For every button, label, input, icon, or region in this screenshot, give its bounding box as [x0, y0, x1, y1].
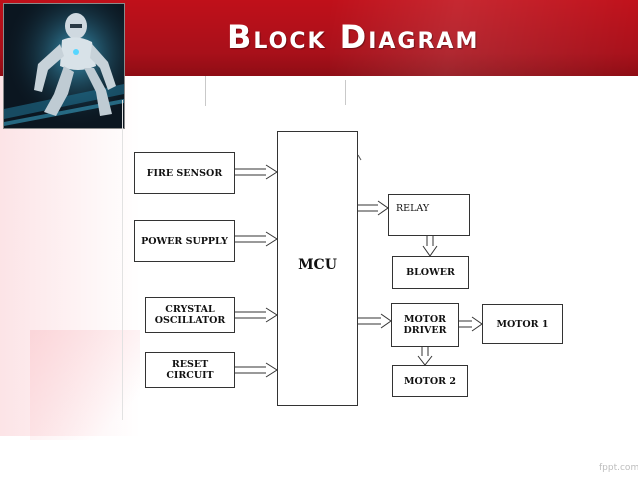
arrow-mcu-to-relay [358, 200, 389, 216]
robot-illustration-icon [4, 4, 124, 128]
divider-line [205, 76, 206, 106]
arrow-relay-to-blower [422, 236, 438, 257]
slide-title: Block Diagram [227, 18, 480, 56]
divider-line [122, 100, 123, 420]
stray-mark [357, 154, 362, 161]
arrow-mcu-to-motor-driver [358, 313, 392, 329]
decorative-gradient-bottom [30, 330, 140, 440]
motor-driver-block: MOTOR DRIVER [391, 303, 459, 347]
mcu-block: MCU [277, 131, 358, 406]
arrow-crystal-to-mcu [235, 307, 278, 323]
arrow-driver-to-motor1 [459, 316, 483, 332]
header-shine [330, 0, 638, 76]
blower-block: BLOWER [392, 256, 469, 289]
arrow-driver-to-motor2 [417, 347, 433, 366]
motor-1-block: MOTOR 1 [482, 304, 563, 344]
motor-2-block: MOTOR 2 [392, 365, 468, 397]
divider-line [345, 80, 346, 105]
arrow-reset-to-mcu [235, 362, 278, 378]
reset-circuit-block: RESET CIRCUIT [145, 352, 235, 388]
crystal-oscillator-block: CRYSTAL OSCILLATOR [145, 297, 235, 333]
relay-block: RELAY [388, 194, 470, 236]
power-supply-block: POWER SUPPLY [134, 220, 235, 262]
robot-image [3, 3, 125, 129]
arrow-power-to-mcu [235, 231, 278, 247]
arrow-fire-to-mcu [235, 164, 278, 180]
fire-sensor-block: FIRE SENSOR [134, 152, 235, 194]
watermark-text: fppt.com [599, 463, 638, 473]
